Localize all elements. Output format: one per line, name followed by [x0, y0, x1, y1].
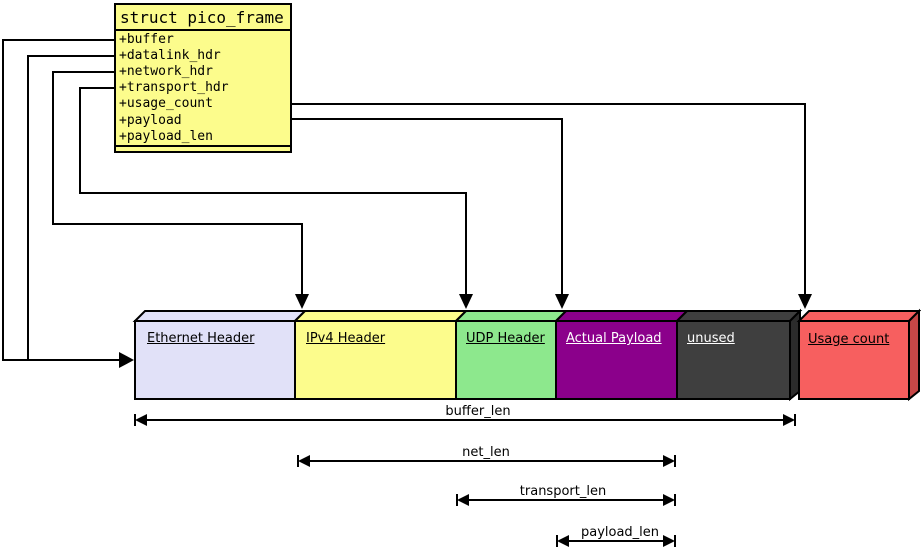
segment-label-udp-header: UDP Header: [466, 331, 545, 346]
segment-ethernet-top-face: [132, 310, 308, 322]
segment-ipv4-front-face: [294, 320, 457, 400]
segment-label-ipv4-header: IPv4 Header: [306, 331, 386, 346]
measure-transport-len: [456, 494, 676, 506]
transport-hdr-arrowhead: [459, 294, 473, 309]
segment-udp-front-face: [455, 320, 557, 400]
segment-unused: [674, 308, 803, 402]
usage-count-box: [796, 308, 921, 402]
measure-payload-len: [556, 535, 676, 547]
buffer-pointer-line: [2, 39, 123, 361]
transport-hdr-pointer-line: [79, 87, 467, 296]
class-field-buffer: +buffer: [119, 31, 174, 47]
segment-ipv4-top-face: [292, 310, 469, 322]
segment-udp: [453, 310, 569, 400]
segment-label-actual-payload: Actual Payload: [566, 331, 662, 346]
segment-payload: [553, 310, 690, 400]
class-field-list: +buffer +datalink_hdr +network_hdr +tran…: [116, 31, 290, 145]
class-title: struct pico_frame: [116, 5, 290, 31]
network-hdr-arrowhead: [295, 294, 309, 309]
payload-arrowhead: [555, 294, 569, 309]
pointer-arrowheads: [119, 294, 812, 368]
measure-label-net-len: net_len: [462, 445, 510, 460]
class-field-usage-count: +usage_count: [119, 96, 213, 112]
class-operations-compartment: [116, 145, 290, 151]
segment-payload-top-face: [553, 310, 690, 322]
class-field-transport-hdr: +transport_hdr: [119, 80, 229, 96]
usage-count-side-face: [908, 308, 920, 402]
usage-count-top-face: [796, 310, 921, 322]
segment-label-usage-count: Usage count: [808, 332, 890, 347]
segment-unused-front-face: [676, 320, 791, 400]
measure-lines: [134, 414, 796, 547]
segment-ethernet: [132, 310, 308, 400]
usage-count-front-face: [798, 320, 910, 400]
segment-label-ethernet-header: Ethernet Header: [147, 331, 255, 346]
segment-ipv4: [292, 310, 469, 400]
measure-net-len: [297, 455, 676, 467]
class-field-datalink-hdr: +datalink_hdr: [119, 47, 221, 63]
measure-buffer-len: [134, 414, 796, 426]
segment-ethernet-front-face: [134, 320, 296, 400]
field-pointer-connectors: [2, 39, 806, 361]
payload-pointer-line: [291, 118, 563, 296]
measure-label-payload-len: payload_len: [580, 525, 660, 540]
datalink-hdr-pointer-line: [27, 55, 115, 359]
buffer-arrowhead: [119, 352, 134, 368]
class-box-pico-frame: struct pico_frame +buffer +datalink_hdr …: [114, 3, 292, 153]
segment-udp-top-face: [453, 310, 569, 322]
segment-unused-top-face: [674, 310, 803, 322]
class-field-payload: +payload: [119, 112, 182, 128]
network-hdr-pointer-line: [52, 71, 303, 296]
segment-payload-front-face: [555, 320, 678, 400]
usage-count-arrowhead: [798, 294, 812, 309]
measure-label-transport-len: transport_len: [519, 484, 607, 499]
buffer-bar: [132, 308, 921, 402]
segment-label-unused: unused: [687, 331, 735, 346]
usage-count-pointer-line: [291, 103, 806, 296]
class-field-network-hdr: +network_hdr: [119, 64, 213, 80]
measure-label-buffer-len: buffer_len: [445, 404, 511, 419]
class-field-payload-len: +payload_len: [119, 128, 213, 144]
